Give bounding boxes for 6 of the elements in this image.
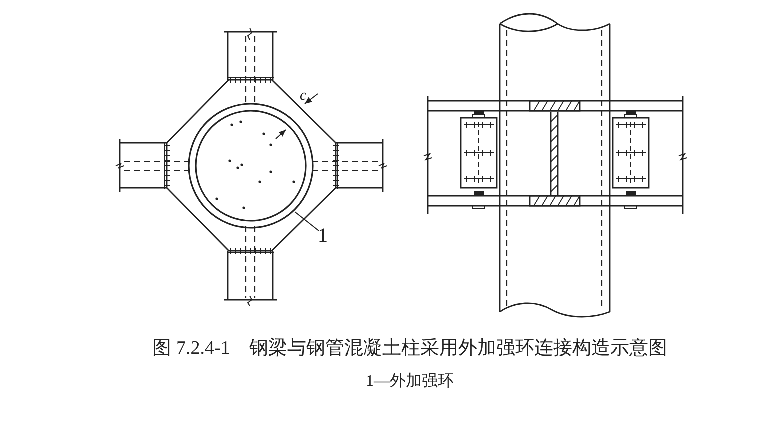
leader-line <box>294 212 320 232</box>
dimension-label: c <box>300 89 307 104</box>
stiffening-ring <box>166 79 337 252</box>
legend-note: 1—外加强环 <box>366 374 454 390</box>
callout-number: 1 <box>318 226 328 246</box>
figure-caption: 图 7.2.4-1 钢梁与钢管混凝土柱采用外加强环连接构造示意图 <box>152 339 668 358</box>
